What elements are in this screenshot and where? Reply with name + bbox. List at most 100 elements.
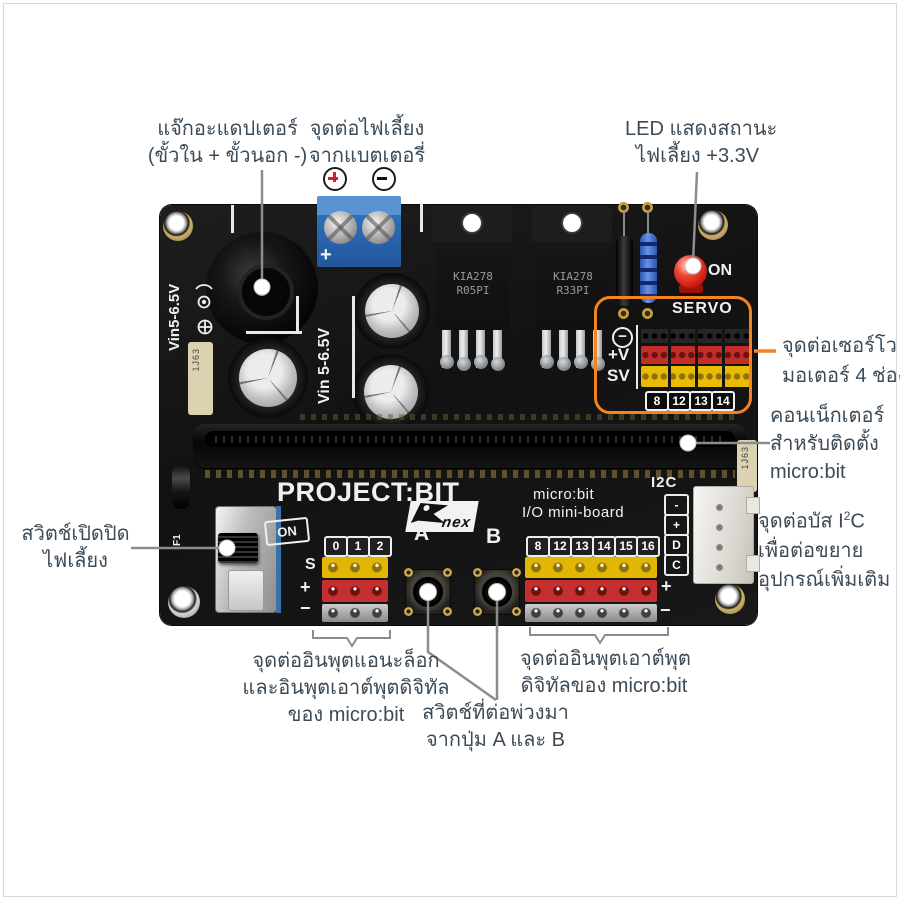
annotation-line: สวิตช์ที่ต่อพ่วงมา [422, 702, 569, 724]
power-switch-edge [276, 506, 281, 613]
i2c-pin-label: D [664, 534, 689, 556]
button-b-cap [482, 577, 512, 607]
left-header-bracket [312, 630, 391, 648]
regulator-leg [476, 330, 485, 368]
annotation-line: ไฟเลี้ยง [43, 550, 108, 572]
regulator-leg [542, 330, 551, 368]
button-pad [473, 607, 482, 616]
board-title: PROJECT:BIT [277, 477, 460, 507]
solder-joint [557, 357, 571, 371]
annotation-line: สำหรับติดตั้ง [770, 433, 879, 455]
button-pad [473, 568, 482, 577]
solder-pad-row [300, 414, 740, 420]
left-header-power-row [322, 580, 388, 602]
annotation-adapter-jack: แจ๊กอะแดปเตอร์ (ขั้วใน + ขั้วนอก -) [125, 116, 330, 170]
annotation-servo: จุดต่อเซอร์โว มอเตอร์ 4 ช่อง [782, 331, 900, 391]
terminal-screw-minus [362, 211, 395, 244]
silkscreen-tick [231, 205, 234, 233]
terminal-screw-plus [324, 211, 357, 244]
capacitor-top [363, 364, 419, 420]
diode-label: 1J63 [191, 348, 201, 372]
header-pin-number: 13 [570, 536, 594, 557]
jst-notch [746, 497, 760, 514]
vin-mid-label: Vin 5-6.5V [316, 327, 333, 404]
annotation-line: เพื่อต่อขยาย [758, 539, 864, 562]
annotation-battery: จุดต่อไฟเลี้ยง จากแบตเตอรี่ [302, 116, 432, 170]
annotation-line: แจ๊กอะแดปเตอร์ [157, 118, 298, 140]
capacitor-top [239, 349, 297, 407]
power-led [674, 255, 707, 288]
regulator-2: KIA278 R33PI [536, 242, 610, 330]
jst-pin [716, 524, 723, 531]
annotation-power-switch: สวิตช์เปิดปิด ไฟเลี้ยง [18, 521, 133, 575]
button-pad [443, 568, 452, 577]
left-header-s-label: S [305, 556, 316, 573]
regulator-leg [559, 330, 568, 368]
servo-pin-gap [722, 328, 725, 388]
capacitor [354, 273, 430, 349]
capacitor-top [364, 283, 420, 339]
solder-pad [642, 202, 653, 213]
battery-minus-symbol [372, 167, 396, 191]
annotation-line: จากปุ่ม A และ B [425, 729, 566, 751]
header-pin-number: 15 [614, 536, 638, 557]
regulator-1: KIA278 R05PI [436, 242, 510, 330]
jst-pin [716, 504, 723, 511]
diode-1j63: 1J63 [737, 440, 757, 492]
mounting-hole-tl [163, 211, 193, 241]
on-led-label: ON [708, 262, 732, 279]
silkscreen-line [352, 296, 355, 398]
annotation-line: (ขั้วใน + ขั้วนอก -) [147, 145, 308, 167]
annotation-line: ดิจิทัลของ micro:bit [520, 675, 688, 697]
regulator-hole [463, 214, 481, 232]
component-lead [623, 210, 625, 238]
regulator-1-label2: R05PI [456, 284, 490, 297]
dc-barrel-jack [206, 232, 318, 344]
servo-highlight-box [594, 296, 752, 414]
right-header-gnd-row [525, 604, 657, 622]
annotation-line: จุดต่ออินพุตแอนะล็อก [252, 650, 440, 672]
solder-pad [618, 202, 629, 213]
annotation-digital-header: จุดต่ออินพุตเอาต์พุต ดิจิทัลของ micro:bi… [520, 646, 691, 700]
i2c-text: จุดต่อบัส I [758, 510, 844, 533]
i2c-pin-label: C [664, 554, 689, 576]
annotation-led: LED แสดงสถานะ ไฟเลี้ยง +3.3V [625, 116, 777, 170]
regulator-1-label: KIA278 [453, 270, 493, 283]
silkscreen-line [246, 331, 302, 334]
header-pin-number: 16 [636, 536, 660, 557]
vin-mid-plus: + [320, 244, 332, 266]
servo-pin-gap [668, 328, 671, 388]
regulator-2-tab [532, 206, 612, 242]
regulator-leg [459, 330, 468, 368]
button-pad [443, 607, 452, 616]
button-pad [512, 568, 521, 577]
battery-plus-symbol [323, 167, 347, 191]
servo-row-pv-label: +V [608, 345, 630, 364]
diode [616, 236, 633, 306]
left-header-gnd-row [322, 604, 388, 622]
jst-pin [716, 564, 723, 571]
power-switch-lower [228, 570, 264, 611]
annotation-line: สวิตช์เปิดปิด [21, 523, 130, 545]
left-header-signal-row [322, 557, 388, 578]
header-pin-number: 2 [368, 536, 392, 557]
header-pin-number: 14 [592, 536, 616, 557]
right-header-bracket [529, 627, 669, 645]
header-pin-number: 8 [526, 536, 550, 557]
right-header-plus-label: + [661, 576, 672, 596]
annotation-ab-switches: สวิตช์ที่ต่อพ่วงมา จากปุ่ม A และ B [418, 700, 573, 754]
fuse-label: F1 [172, 534, 183, 546]
solder-joint [540, 355, 554, 369]
glass-diode [172, 465, 190, 509]
regulator-leg [493, 330, 502, 368]
annotation-line: ของ micro:bit [287, 704, 405, 726]
right-header-minus-label: − [660, 600, 671, 620]
jst-notch [746, 555, 760, 572]
solder-joint [440, 355, 454, 369]
solder-joint [574, 355, 588, 369]
button-a-cap [413, 577, 443, 607]
button-pad [512, 607, 521, 616]
battery-screw-terminal [317, 196, 401, 267]
regulator-2-label: KIA278 [553, 270, 593, 283]
diode-1j63: 1J63 [188, 342, 213, 415]
